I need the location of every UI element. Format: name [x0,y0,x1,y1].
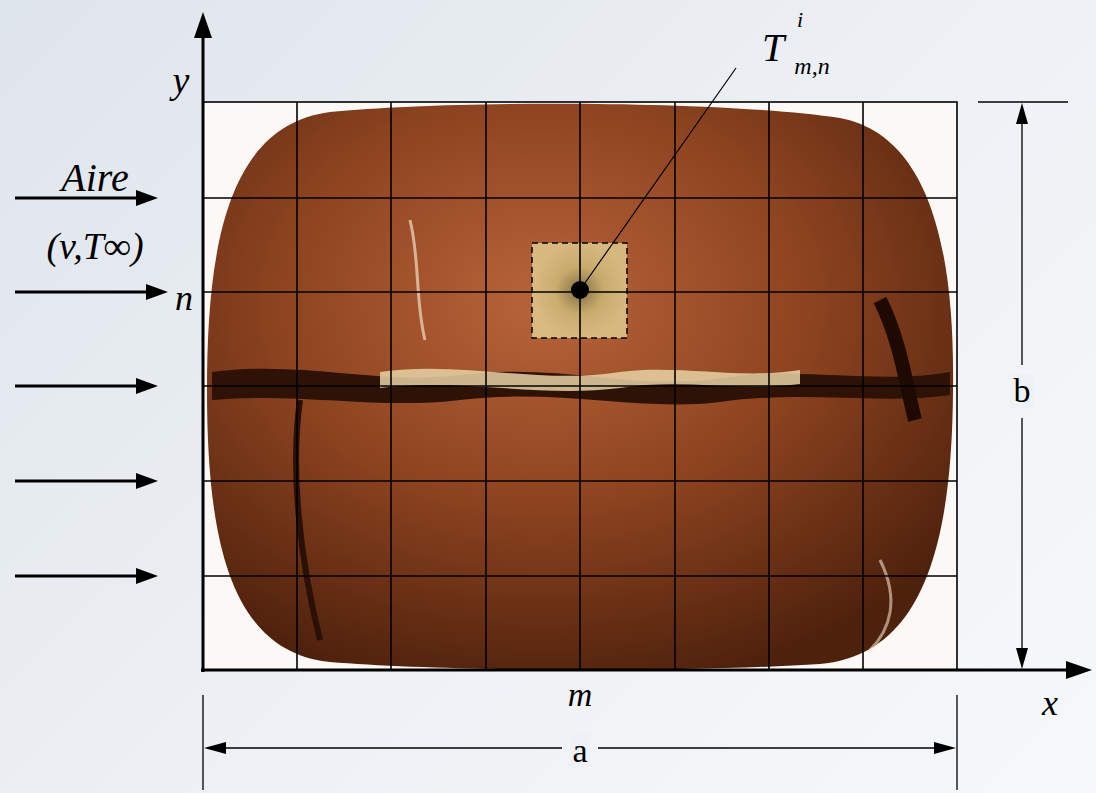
dimension-b [978,102,1068,670]
temperature-symbol: T [762,28,784,68]
leader-line [580,68,736,290]
bean-crack [880,300,915,420]
flow-label: Aire [61,158,128,198]
control-volume-border [532,243,627,338]
time-index: i [797,9,803,31]
bean-shine [410,220,425,340]
axes [194,12,1092,679]
bean-crack [296,400,320,640]
axis-label: y [173,61,190,99]
crease-highlight [380,369,800,391]
flow-condition: (v,T∞) [46,227,143,265]
air-flow-arrows [15,190,168,584]
axis-label: x [1042,685,1058,721]
dimension-label: b [1011,374,1034,408]
node-index: m,n [794,54,829,78]
mesh-grid [203,102,957,670]
bean-shine [870,560,891,650]
photo-ground [203,102,957,670]
dimension-label: a [569,734,590,768]
column-index: m [568,678,593,712]
node-point [571,281,589,299]
row-index: n [175,280,193,316]
